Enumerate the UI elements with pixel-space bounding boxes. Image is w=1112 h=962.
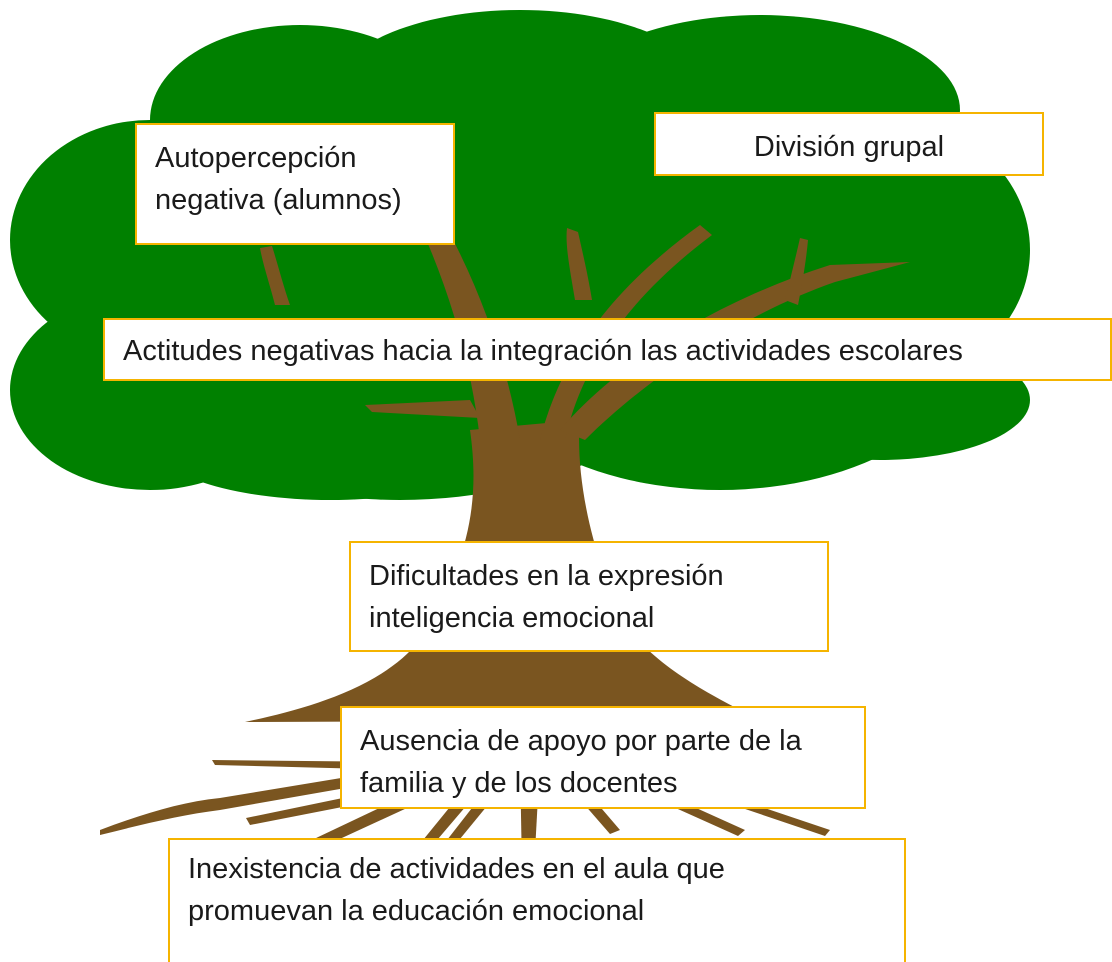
box-inexistencia-actividades-line-1: Inexistencia de actividades en el aula q… xyxy=(188,853,725,885)
box-division-grupal-line-1: División grupal xyxy=(753,131,945,163)
box-actitudes-negativas: Actitudes negativas hacia la integración… xyxy=(103,318,1112,381)
box-division-grupal: División grupal xyxy=(654,112,1044,176)
box-ausencia-apoyo: Ausencia de apoyo por parte de la famili… xyxy=(340,706,866,809)
box-inexistencia-actividades: Inexistencia de actividades en el aula q… xyxy=(168,838,906,962)
box-ausencia-apoyo-line-2: familia y de los docentes xyxy=(360,767,678,800)
box-autopercepcion-line-2: negativa (alumnos) xyxy=(155,184,402,217)
box-dificultades-line-2: inteligencia emocional xyxy=(369,602,655,635)
box-dificultades-line-1: Dificultades en la expresión xyxy=(369,560,724,592)
box-autopercepcion: Autopercepción negativa (alumnos) xyxy=(135,123,455,245)
box-actitudes-negativas-line-1: Actitudes negativas hacia la integración… xyxy=(123,335,963,367)
box-inexistencia-actividades-line-2: promuevan la educación emocional xyxy=(188,895,645,928)
box-autopercepcion-line-1: Autopercepción xyxy=(155,142,357,174)
box-ausencia-apoyo-line-1: Ausencia de apoyo por parte de la xyxy=(360,725,802,757)
box-dificultades: Dificultades en la expresión inteligenci… xyxy=(349,541,829,652)
